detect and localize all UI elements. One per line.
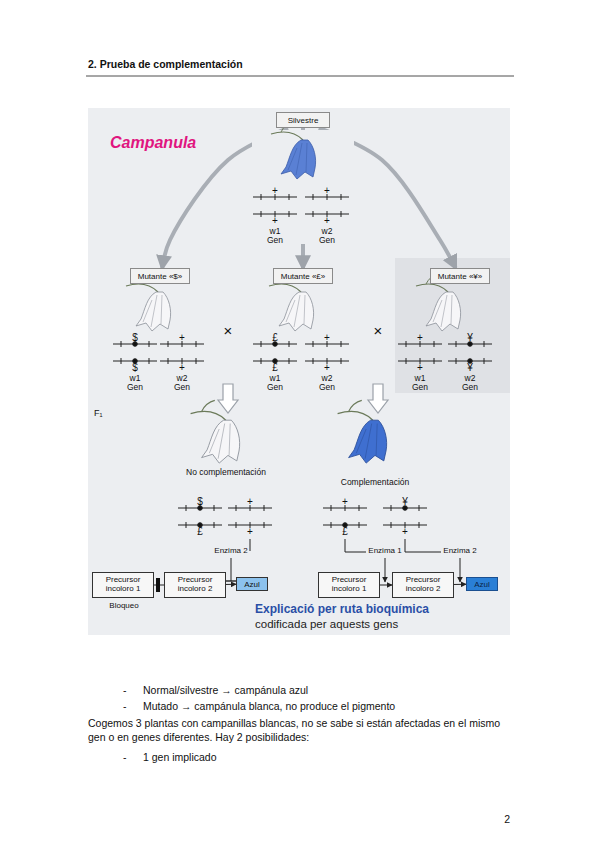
allele-mark: + (324, 185, 330, 197)
allele-mark: + (417, 332, 423, 344)
pathway-box: Azul (466, 577, 498, 591)
body-text: - (123, 699, 127, 713)
figure-label: Enzima 1 (368, 546, 401, 555)
cross-arrow (368, 384, 388, 413)
allele-mark: + (417, 362, 423, 374)
box-text: Mutante «£» (281, 272, 325, 281)
allele-mark: + (324, 215, 330, 227)
allele-mark: $ (132, 332, 138, 344)
body-text: Normal/silvestre → campánula azul (143, 683, 308, 697)
figure-label: Explicació per ruta bioquímica (255, 603, 429, 617)
heading-rule (86, 76, 514, 77)
allele-mark: $ (132, 362, 138, 374)
allele-mark: + (402, 526, 408, 538)
section-heading: 2. Prueba de complementación (88, 58, 243, 70)
allele-mark: £ (197, 526, 203, 538)
figure-label: Campanula (110, 134, 196, 152)
figure-label: w2 Gen (460, 374, 480, 392)
plant-label-box: Mutante «$» (130, 268, 190, 284)
blue-flower (271, 122, 316, 179)
figure-label: Bloqueo (109, 601, 138, 610)
box-text: Precursor incoloro 2 (167, 576, 223, 594)
flow-arrow (380, 585, 392, 586)
box-text: Azul (244, 580, 260, 589)
pathway-box: Precursor incoloro 2 (164, 572, 226, 598)
box-text: Silvestre (288, 116, 319, 125)
block-bar (156, 578, 160, 592)
pathway-box: Precursor incoloro 1 (92, 572, 154, 598)
plant-label-box: Silvestre (276, 112, 330, 128)
figure-label: w1 Gen (265, 227, 285, 245)
figure-panel (88, 108, 510, 635)
box-text: Mutante «¥» (438, 272, 482, 281)
body-text: Mutado → campánula blanca, no produce el… (143, 699, 395, 713)
pathway-box: Azul (236, 577, 268, 591)
flow-arrow (226, 584, 236, 585)
white-flower (191, 400, 240, 463)
chromosome-pairs (113, 194, 492, 528)
figure-label: w2 Gen (317, 374, 337, 392)
figure-side-panel (395, 258, 510, 393)
figure-label: w1 Gen (265, 374, 285, 392)
figure-label: w1 Gen (410, 374, 430, 392)
allele-mark: £ (272, 362, 278, 374)
figure-label: Enzima 2 (214, 546, 247, 555)
figure-label: × (224, 322, 233, 339)
box-text: Azul (474, 580, 490, 589)
pathway-box: Precursor incoloro 1 (318, 572, 380, 598)
allele-mark: £ (342, 526, 348, 538)
box-text: Mutante «$» (138, 272, 182, 281)
flow-arrow (454, 584, 466, 585)
allele-mark: $ (197, 496, 203, 508)
figure-label: F₁ (94, 408, 103, 418)
figure-label: Complementación (341, 478, 410, 487)
box-text: Precursor incoloro 1 (321, 576, 377, 594)
allele-mark: £ (272, 332, 278, 344)
plant-label-box: Mutante «£» (273, 268, 333, 284)
allele-mark: + (324, 332, 330, 344)
allele-mark: ¥ (402, 496, 408, 508)
allele-mark: ¥ (467, 362, 473, 374)
figure-label: Enzima 2 (443, 546, 476, 555)
pathway-box: Precursor incoloro 2 (392, 572, 454, 598)
allele-mark: + (247, 526, 253, 538)
figure-label: w2 Gen (172, 374, 192, 392)
box-text: Precursor incoloro 2 (395, 576, 451, 594)
body-text: Cogemos 3 plantas con campanillas blanca… (88, 716, 520, 744)
body-text: - (123, 750, 127, 764)
figure-label: × (374, 322, 383, 339)
plant-label-box: Mutante «¥» (430, 268, 490, 284)
allele-mark: + (272, 185, 278, 197)
body-text: 2 (504, 813, 510, 825)
allele-mark: ¥ (467, 332, 473, 344)
figure-label: No complementación (186, 468, 266, 477)
allele-mark: + (179, 332, 185, 344)
body-text: - (123, 683, 127, 697)
figure-label: w1 Gen (125, 374, 145, 392)
box-text: Precursor incoloro 1 (95, 576, 151, 594)
allele-mark: + (179, 362, 185, 374)
allele-mark: + (324, 362, 330, 374)
figure-label: codificada per aquests gens (255, 618, 398, 631)
body-text: 1 gen implicado (143, 750, 217, 764)
allele-mark: + (342, 496, 348, 508)
allele-mark: + (272, 215, 278, 227)
allele-mark: + (247, 496, 253, 508)
cross-arrow (218, 384, 238, 413)
figure-label: w2 Gen (317, 227, 337, 245)
